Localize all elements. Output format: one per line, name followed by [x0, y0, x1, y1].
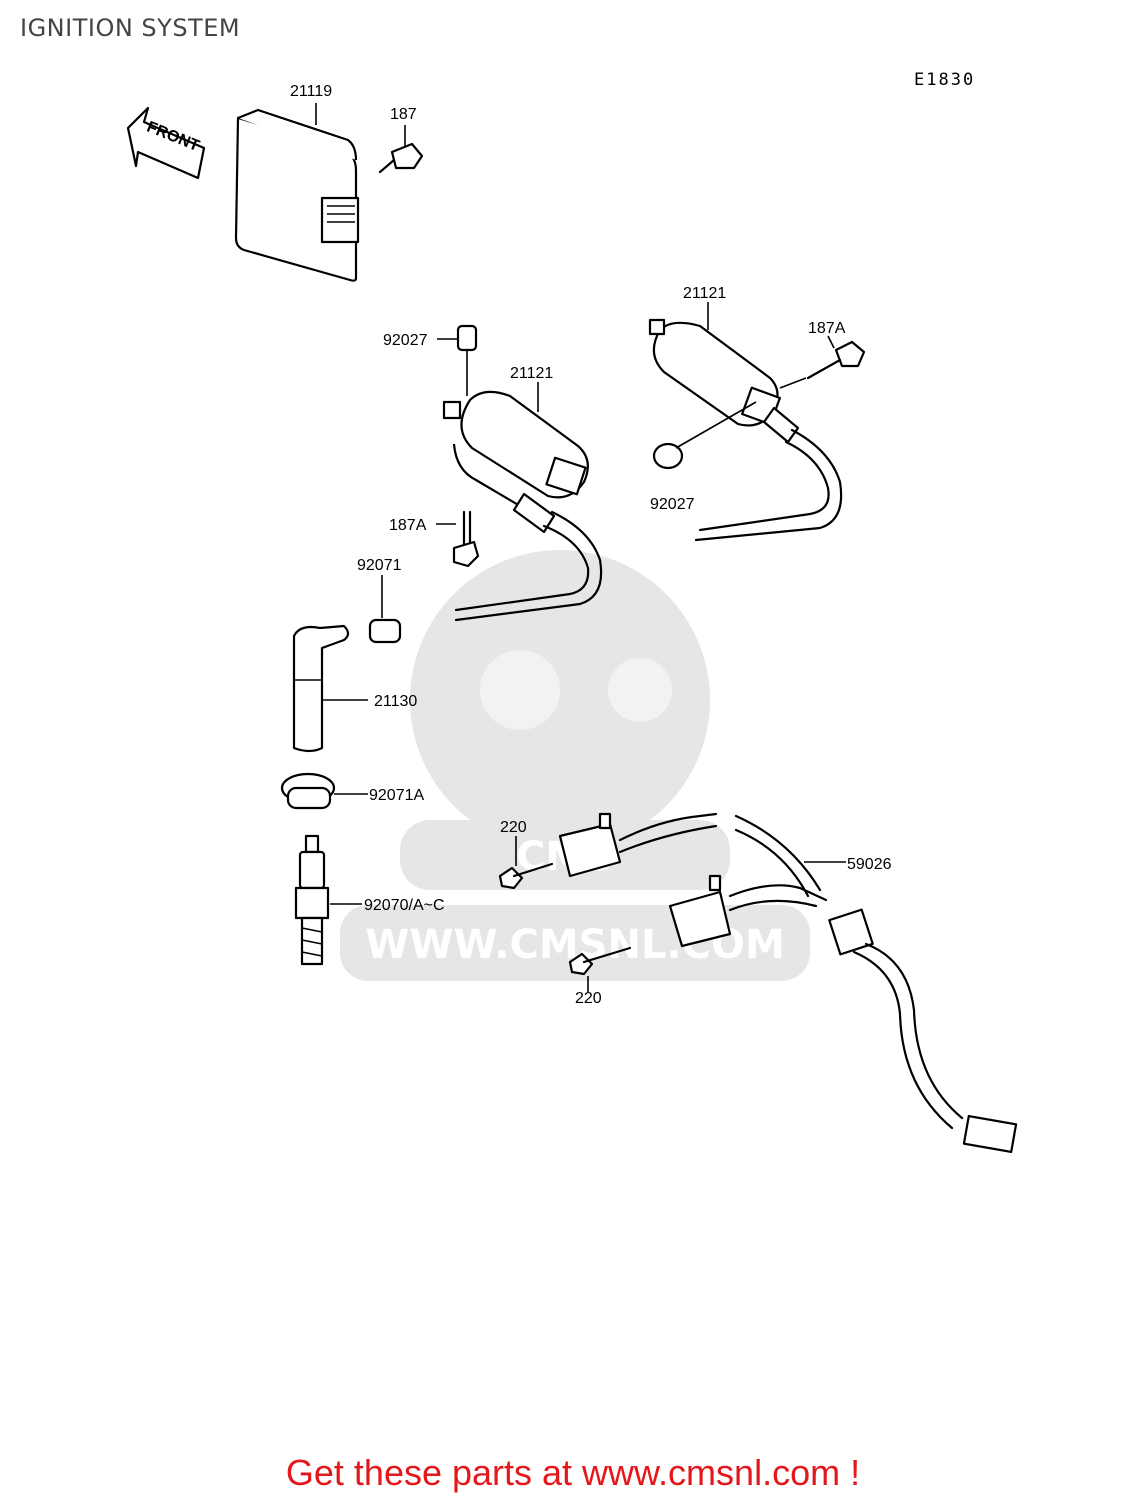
part-screw-220-top — [498, 836, 554, 890]
callout-92027-left: 92027 — [383, 332, 428, 349]
callout-92027-right: 92027 — [650, 496, 695, 513]
part-cap-92027-right — [652, 401, 757, 470]
part-igniter-21119 — [234, 103, 360, 282]
callout-187A-left: 187A — [389, 517, 427, 534]
part-bolt-187 — [378, 125, 424, 174]
callout-92071: 92071 — [357, 557, 402, 574]
part-spark-plug-92070 — [294, 834, 362, 966]
front-arrow: FRONT — [126, 106, 206, 180]
parts-diagram: CMS WWW.CMSNL.COM FRONT — [126, 83, 1018, 1154]
watermark: CMS WWW.CMSNL.COM — [340, 550, 810, 981]
callout-187: 187 — [390, 106, 417, 123]
callout-187A-right: 187A — [808, 320, 846, 337]
part-bolt-187A-left — [436, 510, 480, 568]
watermark-logo-eye — [480, 650, 560, 730]
footer-link[interactable]: Get these parts at www.cmsnl.com ! — [285, 1452, 861, 1493]
part-pickup-harness-59026 — [558, 812, 1018, 1154]
diagram-code: E1830 — [914, 70, 976, 90]
callout-220-bottom: 220 — [575, 990, 602, 1007]
part-bolt-187A-right — [779, 335, 866, 389]
part-screw-220-bottom — [568, 946, 632, 992]
part-92071A — [280, 772, 368, 810]
part-cap-92027-left — [437, 324, 478, 396]
part-ignition-coil-21121-left — [442, 382, 603, 622]
callout-21119: 21119 — [290, 83, 332, 100]
callout-21130: 21130 — [374, 693, 417, 710]
callout-92071A: 92071A — [369, 787, 424, 804]
watermark-logo-eye-right — [608, 658, 672, 722]
part-92071 — [368, 575, 402, 644]
watermark-logo-head — [410, 550, 710, 850]
callout-21121-left: 21121 — [510, 365, 553, 382]
callout-59026: 59026 — [847, 856, 892, 873]
part-ignition-coil-21121-right — [648, 302, 843, 542]
callout-92070: 92070/A~C — [364, 897, 445, 914]
callout-21121-right: 21121 — [683, 285, 726, 302]
callout-labels: 21119 187 21121 187A 92027 21121 92027 1… — [290, 83, 892, 1007]
callout-220-top: 220 — [500, 819, 527, 836]
page-title: IGNITION SYSTEM — [20, 14, 241, 42]
part-plug-cap-21130 — [292, 624, 368, 753]
